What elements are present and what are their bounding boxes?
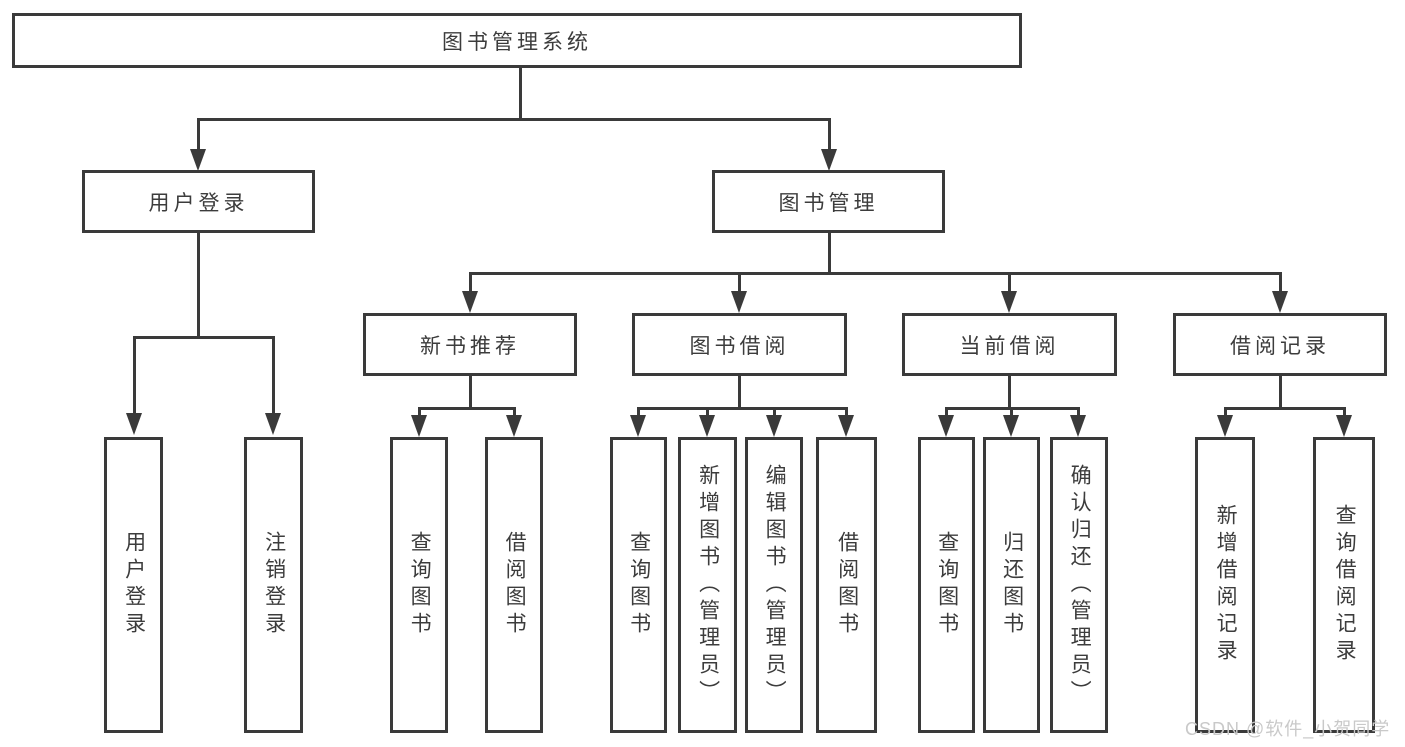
node-current-borrow: 当前借阅 — [902, 313, 1117, 376]
connector-line — [1008, 272, 1011, 292]
connector-line — [828, 233, 831, 272]
node-label: 用户登录 — [122, 531, 146, 639]
connector-line — [197, 233, 200, 336]
leaf-recommend-borrow-book: 借阅图书 — [485, 437, 543, 733]
connector-line — [706, 407, 709, 417]
arrow-down-icon — [731, 291, 747, 313]
leaf-current-query-book: 查询图书 — [918, 437, 975, 733]
node-label: 用户登录 — [148, 191, 249, 215]
connector-line — [945, 407, 948, 417]
leaf-borrow-query-book: 查询图书 — [610, 437, 667, 733]
node-label: 新增借阅记录 — [1214, 504, 1238, 666]
node-label: 借阅记录 — [1230, 334, 1330, 358]
connector-line — [513, 407, 516, 417]
leaf-add-book-admin: 新增图书（管理员） — [678, 437, 737, 733]
leaf-recommend-query-book: 查询图书 — [390, 437, 448, 733]
arrow-down-icon — [1001, 291, 1017, 313]
node-label: 图书管理 — [778, 191, 879, 215]
node-label: 借阅图书 — [503, 531, 527, 639]
arrow-down-icon — [766, 415, 782, 437]
node-label: 查询借阅记录 — [1333, 504, 1357, 666]
node-new-book-recommend: 新书推荐 — [363, 313, 577, 376]
node-borrow-record: 借阅记录 — [1173, 313, 1387, 376]
arrow-down-icon — [462, 291, 478, 313]
connector-line — [738, 376, 741, 407]
node-label: 编辑图书（管理员） — [763, 463, 787, 707]
connector-line — [519, 68, 522, 119]
arrow-down-icon — [838, 415, 854, 437]
connector-line — [133, 336, 136, 414]
connector-line — [637, 407, 640, 417]
arrow-down-icon — [506, 415, 522, 437]
node-label: 图书借阅 — [689, 334, 790, 358]
node-label: 新书推荐 — [420, 334, 520, 358]
arrow-down-icon — [1272, 291, 1288, 313]
connector-line — [418, 407, 421, 417]
node-book-borrow: 图书借阅 — [632, 313, 847, 376]
arrow-down-icon — [630, 415, 646, 437]
connector-line — [418, 407, 516, 410]
connector-line — [197, 118, 200, 150]
node-label: 新增图书（管理员） — [696, 463, 720, 707]
connector-line — [1077, 407, 1080, 417]
node-label: 注销登录 — [262, 531, 286, 639]
connector-line — [773, 407, 776, 417]
arrow-down-icon — [265, 413, 281, 435]
connector-line — [637, 407, 847, 410]
leaf-user-login: 用户登录 — [104, 437, 163, 733]
node-user-login: 用户登录 — [82, 170, 315, 233]
csdn-watermark: CSDN @软件_小贺同学 — [1185, 719, 1391, 739]
arrow-down-icon — [1070, 415, 1086, 437]
leaf-logout: 注销登录 — [244, 437, 303, 733]
connector-line — [1279, 376, 1282, 407]
arrow-down-icon — [411, 415, 427, 437]
connector-line — [1224, 407, 1227, 417]
leaf-add-borrow-record: 新增借阅记录 — [1195, 437, 1255, 733]
arrow-down-icon — [190, 149, 206, 171]
node-label: 查询图书 — [935, 531, 959, 639]
connector-line — [1008, 376, 1011, 407]
leaf-edit-book-admin: 编辑图书（管理员） — [745, 437, 803, 733]
node-label: 图书管理系统 — [442, 30, 592, 54]
leaf-query-borrow-record: 查询借阅记录 — [1313, 437, 1375, 733]
node-label: 归还图书 — [1000, 531, 1024, 639]
connector-line — [845, 407, 848, 417]
arrow-down-icon — [1336, 415, 1352, 437]
node-book-management: 图书管理 — [712, 170, 945, 233]
node-label: 借阅图书 — [835, 531, 859, 639]
connector-line — [197, 118, 831, 121]
node-label: 查询图书 — [408, 531, 432, 639]
connector-line — [1010, 407, 1013, 417]
node-label: 确认归还（管理员） — [1068, 463, 1092, 707]
node-label: 当前借阅 — [959, 334, 1060, 358]
connector-line — [1279, 272, 1282, 292]
arrow-down-icon — [938, 415, 954, 437]
arrow-down-icon — [126, 413, 142, 435]
connector-line — [133, 336, 274, 339]
connector-line — [738, 272, 741, 292]
leaf-return-book: 归还图书 — [983, 437, 1040, 733]
arrow-down-icon — [1003, 415, 1019, 437]
leaf-borrow-book: 借阅图书 — [816, 437, 877, 733]
arrow-down-icon — [821, 149, 837, 171]
connector-line — [469, 376, 472, 407]
connector-line — [828, 118, 831, 150]
connector-line — [469, 272, 1282, 275]
arrow-down-icon — [699, 415, 715, 437]
arrow-down-icon — [1217, 415, 1233, 437]
leaf-confirm-return-admin: 确认归还（管理员） — [1050, 437, 1108, 733]
node-library-management-system: 图书管理系统 — [12, 13, 1022, 68]
node-label: 查询图书 — [627, 531, 651, 639]
connector-line — [1343, 407, 1346, 417]
connector-line — [469, 272, 472, 292]
connector-line — [272, 336, 275, 414]
connector-line — [1224, 407, 1345, 410]
